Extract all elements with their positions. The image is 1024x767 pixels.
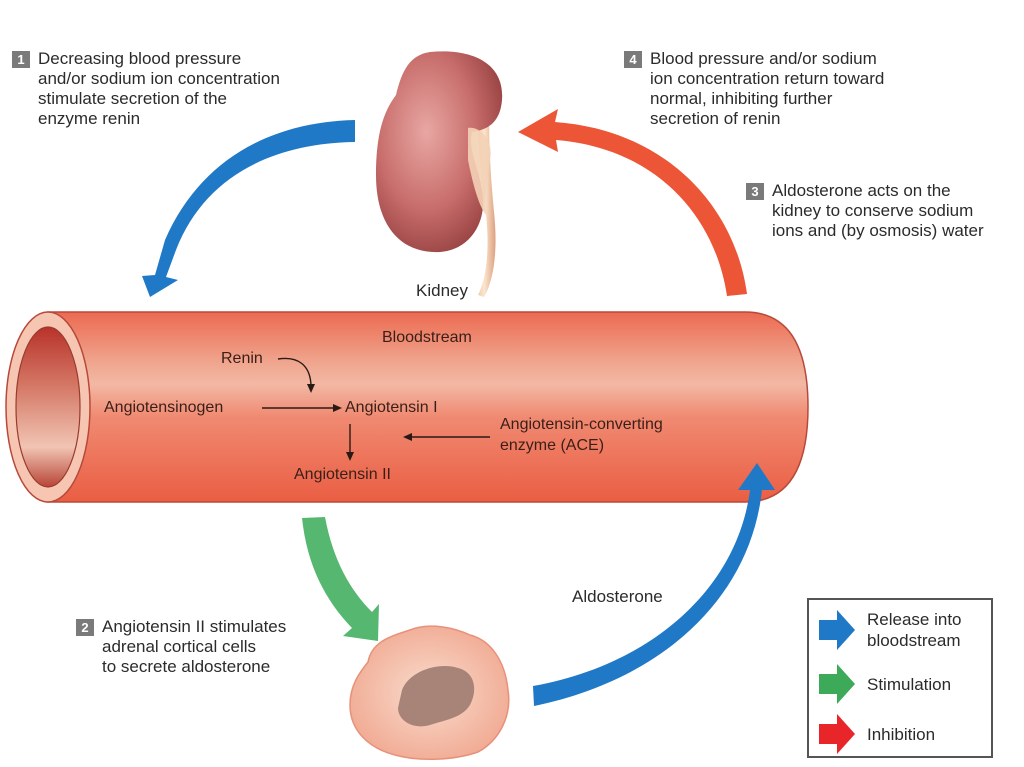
step-1-line: Decreasing blood pressure (38, 49, 242, 68)
blood-vessel (5, 311, 809, 503)
ace-label-line: Angiotensin-converting (500, 416, 663, 433)
angiotensin-2-label: Angiotensin II (294, 466, 391, 483)
legend: Release into bloodstream Stimulation Inh… (807, 598, 993, 758)
release-arrow-renin (142, 120, 355, 297)
step-4-line: normal, inhibiting further (650, 89, 833, 108)
step-3-badge: 3 (746, 183, 764, 200)
step-4-line: Blood pressure and/or sodium (650, 49, 877, 68)
renin-label: Renin (221, 350, 263, 367)
step-4-line: secretion of renin (650, 109, 781, 128)
vessel-lumen (15, 326, 81, 488)
legend-item-inhibition: Inhibition (817, 712, 935, 756)
legend-label: Release into (867, 610, 962, 629)
step-4-line: ion concentration return toward (650, 69, 885, 88)
green-arrow-icon (819, 664, 855, 704)
inhibition-arrow (518, 109, 747, 296)
kidney-label: Kidney (416, 281, 468, 300)
kidney-illustration (376, 51, 503, 297)
step-3-line: kidney to conserve sodium (772, 201, 974, 220)
bloodstream-label: Bloodstream (382, 329, 472, 346)
step-1-line: enzyme renin (38, 109, 141, 128)
aldosterone-label: Aldosterone (572, 587, 663, 606)
angiotensin-1-label: Angiotensin I (345, 399, 438, 416)
step-4-badge: 4 (624, 51, 642, 68)
blue-arrow-icon (819, 610, 855, 650)
step-1-line: stimulate secretion of the (38, 89, 227, 108)
step-2-line: to secrete aldosterone (102, 657, 271, 676)
reaction-arrows (262, 357, 490, 461)
legend-item-stimulation: Stimulation (817, 662, 951, 706)
step-2-line: adrenal cortical cells (102, 637, 257, 656)
legend-label: Inhibition (867, 724, 936, 744)
legend-item-release: Release into bloodstream (817, 608, 962, 652)
step-1-annotation: 1 Decreasing blood pressure and/or sodiu… (12, 49, 280, 129)
stimulation-arrow (302, 517, 379, 641)
ace-label: Angiotensin-converting enzyme (ACE) (500, 414, 663, 456)
step-4-annotation: 4 Blood pressure and/or sodium ion conce… (624, 49, 884, 129)
step-1-line: and/or sodium ion concentration (38, 69, 280, 88)
adrenal-gland-illustration (349, 625, 510, 761)
step-2-annotation: 2 Angiotensin II stimulates adrenal cort… (76, 617, 286, 677)
red-arrow-icon (819, 714, 855, 754)
step-3-line: Aldosterone acts on the (772, 181, 951, 200)
ace-label-line: enzyme (ACE) (500, 437, 605, 454)
angiotensinogen-label: Angiotensinogen (104, 399, 224, 416)
step-1-badge: 1 (12, 51, 30, 68)
renin-curve-arrow (277, 357, 312, 386)
step-3-annotation: 3 Aldosterone acts on the kidney to cons… (746, 181, 984, 241)
legend-label: bloodstream (867, 631, 961, 650)
step-2-line: Angiotensin II stimulates (102, 617, 287, 636)
step-3-line: ions and (by osmosis) water (772, 221, 984, 240)
step-2-badge: 2 (76, 619, 94, 636)
release-arrow-aldosterone (533, 463, 775, 706)
legend-label: Stimulation (867, 674, 952, 694)
renin-arrowhead (307, 384, 315, 393)
